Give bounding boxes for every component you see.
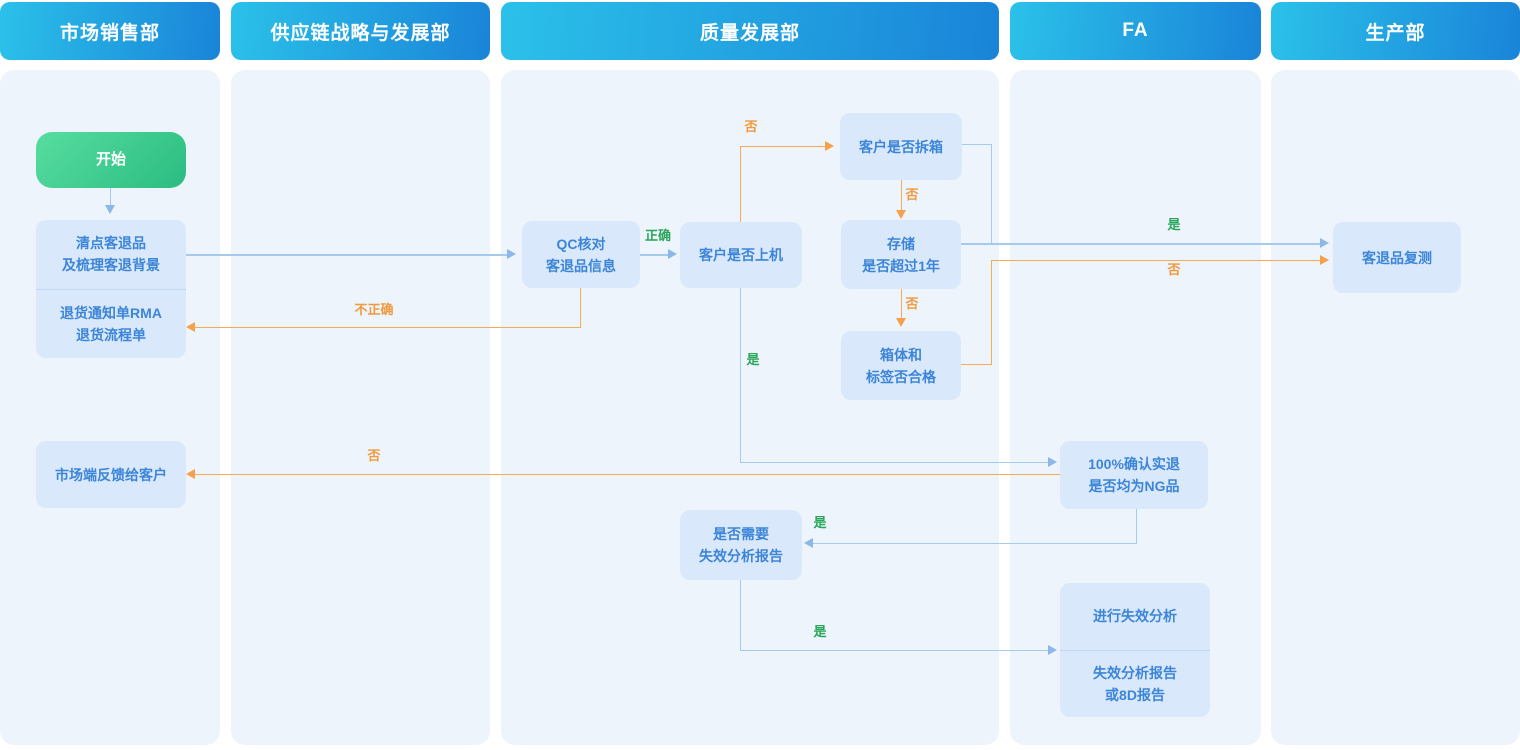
arrowhead-down-icon bbox=[104, 205, 115, 214]
flow-line bbox=[962, 143, 992, 145]
edge-label-no: 否 bbox=[905, 296, 919, 311]
lane-header-fa: FA bbox=[1010, 2, 1261, 60]
node-confirm-ng: 100%确认实退 是否均为NG品 bbox=[1060, 441, 1208, 509]
node-label: 清点客退品 bbox=[76, 235, 146, 252]
node-label: 失效分析报告 bbox=[699, 548, 783, 564]
node-label: 退货通知单RMA bbox=[60, 304, 162, 321]
flow-line bbox=[961, 243, 1321, 245]
flow-line bbox=[186, 254, 508, 256]
flow-line bbox=[961, 363, 992, 365]
edge-label-no: 否 bbox=[905, 187, 919, 202]
lane-header-label: 生产部 bbox=[1365, 22, 1426, 44]
node-storage-over-1y: 存储 是否超过1年 bbox=[841, 220, 961, 289]
node-label: 客户是否拆箱 bbox=[859, 138, 943, 155]
lane-body-supply-chain bbox=[231, 70, 490, 745]
node-start: 开始 bbox=[36, 132, 186, 188]
node-label: 箱体和 bbox=[880, 346, 922, 363]
node-label: 存储 bbox=[887, 235, 915, 252]
flow-line bbox=[109, 188, 111, 206]
node-label: 进行失效分析 bbox=[1093, 608, 1177, 625]
node-label: 是否超过1年 bbox=[862, 257, 940, 274]
edge-label-yes: 是 bbox=[813, 624, 827, 639]
arrowhead-right-icon bbox=[1320, 255, 1329, 265]
node-label: 是否均为NG品 bbox=[1088, 478, 1180, 494]
flow-line bbox=[194, 326, 581, 328]
flow-line bbox=[900, 289, 902, 319]
arrowhead-right-icon bbox=[1048, 457, 1057, 467]
edge-label-correct: 正确 bbox=[644, 228, 671, 243]
edge-label-incorrect: 不正确 bbox=[354, 302, 394, 317]
edge-label-yes: 是 bbox=[813, 515, 827, 530]
node-qc-check: QC核对 客退品信息 bbox=[522, 221, 640, 288]
node-feedback-to-customer: 市场端反馈给客户 bbox=[36, 441, 186, 508]
flow-line bbox=[991, 259, 1321, 261]
flow-line bbox=[740, 649, 1049, 651]
lane-header-label: 市场销售部 bbox=[59, 22, 160, 44]
lane-header-production: 生产部 bbox=[1271, 2, 1520, 60]
flow-line bbox=[990, 143, 992, 244]
arrowhead-right-icon bbox=[1320, 238, 1329, 248]
node-label: 是否需要 bbox=[713, 526, 769, 542]
node-fa-report: 失效分析报告 或8D报告 bbox=[1060, 651, 1210, 718]
flow-line bbox=[739, 146, 741, 222]
node-rma-form: 退货通知单RMA 退货流程单 bbox=[36, 290, 186, 359]
flow-line bbox=[739, 288, 741, 463]
edge-label-no: 否 bbox=[744, 119, 758, 134]
arrowhead-right-icon bbox=[825, 141, 834, 151]
node-label: 客户是否上机 bbox=[699, 247, 783, 263]
edge-label-yes: 是 bbox=[1167, 217, 1181, 232]
flow-line bbox=[739, 580, 741, 651]
lane-body-quality bbox=[501, 70, 999, 745]
node-label: 退货流程单 bbox=[76, 326, 146, 343]
flow-line bbox=[1135, 509, 1137, 544]
node-failure-analysis-group: 进行失效分析 失效分析报告 或8D报告 bbox=[1060, 583, 1210, 717]
node-retest: 客退品复测 bbox=[1333, 222, 1461, 293]
node-label: 客退品复测 bbox=[1362, 249, 1432, 266]
node-count-returns: 清点客退品 及梳理客退背景 bbox=[36, 220, 186, 289]
flow-line bbox=[579, 288, 581, 328]
lane-header-label: 供应链战略与发展部 bbox=[270, 22, 451, 44]
lane-header-quality: 质量发展部 bbox=[501, 2, 999, 60]
node-label: QC核对 bbox=[556, 235, 606, 252]
node-label: 客退品信息 bbox=[546, 257, 616, 274]
node-need-fa-report: 是否需要 失效分析报告 bbox=[680, 510, 802, 580]
node-customer-unboxed: 客户是否拆箱 bbox=[840, 113, 962, 180]
lane-header-marketing-sales: 市场销售部 bbox=[0, 2, 220, 60]
edge-label-no: 否 bbox=[367, 448, 381, 463]
arrowhead-right-icon bbox=[1048, 645, 1057, 655]
node-box-and-label-ok: 箱体和 标签否合格 bbox=[841, 331, 961, 400]
edge-label-no: 否 bbox=[1167, 262, 1181, 277]
flow-line bbox=[990, 260, 992, 365]
node-do-failure-analysis: 进行失效分析 bbox=[1060, 583, 1210, 650]
flow-line bbox=[640, 254, 669, 256]
node-label: 或8D报告 bbox=[1105, 686, 1165, 703]
arrowhead-left-icon bbox=[186, 469, 195, 479]
arrowhead-left-icon bbox=[186, 322, 195, 332]
lane-header-label: 质量发展部 bbox=[699, 22, 800, 44]
flow-line bbox=[194, 473, 1060, 475]
node-divider bbox=[1060, 649, 1210, 651]
node-label: 标签否合格 bbox=[866, 368, 936, 385]
node-divider bbox=[36, 288, 186, 290]
arrowhead-right-icon bbox=[668, 249, 677, 259]
arrowhead-left-icon bbox=[804, 538, 813, 548]
flow-line bbox=[740, 145, 826, 147]
arrowhead-down-icon bbox=[895, 318, 906, 327]
node-label: 100%确认实退 bbox=[1088, 456, 1180, 472]
lane-header-supply-chain: 供应链战略与发展部 bbox=[231, 2, 490, 60]
arrowhead-down-icon bbox=[895, 210, 906, 219]
node-count-returns-group: 清点客退品 及梳理客退背景 退货通知单RMA 退货流程单 bbox=[36, 220, 186, 358]
node-label: 开始 bbox=[95, 151, 126, 168]
lane-header-label: FA bbox=[1122, 20, 1149, 41]
arrowhead-right-icon bbox=[507, 249, 516, 259]
node-customer-on-machine: 客户是否上机 bbox=[680, 222, 802, 288]
node-label: 市场端反馈给客户 bbox=[55, 466, 167, 483]
node-label: 失效分析报告 bbox=[1093, 664, 1177, 681]
flow-line bbox=[812, 542, 1137, 544]
flow-line bbox=[740, 461, 1049, 463]
edge-label-yes: 是 bbox=[746, 352, 760, 367]
node-label: 及梳理客退背景 bbox=[62, 257, 160, 274]
flow-line bbox=[900, 180, 902, 211]
lane-body-production bbox=[1271, 70, 1520, 745]
